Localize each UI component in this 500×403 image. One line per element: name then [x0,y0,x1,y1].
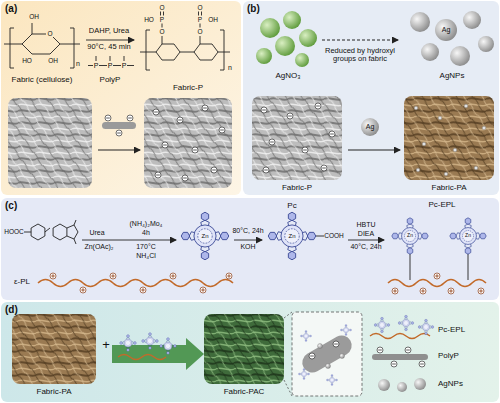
annotation-text: P [94,62,99,70]
annotation-text: Reduced by hydroxyl groups on fabric [321,47,399,64]
annotation-text: NH₄Cl [136,252,156,260]
annotation-text: HO [144,16,154,23]
panel-box: (b) [243,1,499,195]
annotation-text: Zn [465,233,471,239]
annotation-text: OH [29,13,39,20]
annotation-text: Zn(OAc)₂ [84,243,113,251]
annotation-text: (NH₄)₂Mo₄ [130,220,163,228]
annotation-text: DIEA [358,230,374,238]
annotation-text: ε-PL [14,278,30,287]
annotation-text: HO [22,57,32,64]
annotation-text: Fabric (cellulose) [12,76,73,85]
panel-letter: (d) [5,304,495,315]
annotation-text: 90°C, 45 min [87,43,130,51]
annotation-text: PolyP [100,76,121,85]
annotation-text: AgNO₃ [275,72,300,81]
legend-text: AgNPs [438,380,463,389]
annotation-text: DAHP, Urea [89,27,129,35]
annotation-text: + [102,338,110,352]
annotation-text: Urea [89,229,104,237]
annotation-text: OH [208,16,218,23]
annotation-text: HOOC [4,228,24,235]
annotation-text: KOH [240,243,255,251]
annotation-text: O [197,28,202,35]
annotation-text: O [159,4,164,11]
annotation-text: 40°C, 24h [350,243,381,251]
annotation-text: Ag [442,26,451,34]
annotation-text: Fabric-PAC [224,388,265,397]
annotation-text: AgNPs [440,72,465,81]
annotation-text: Pc-EPL [428,201,455,210]
annotation-text: Zn [288,233,295,240]
annotation-text: n [76,60,80,68]
annotation-text: P [160,16,164,23]
annotation-text: 4h [142,229,150,237]
annotation-text: n [228,64,232,72]
annotation-text: OH [48,57,58,64]
annotation-text: Fabric-PA [432,184,467,193]
annotation-text: HBTU [356,221,375,229]
annotation-text: Fabric-P [282,184,312,193]
annotation-text: P [198,16,202,23]
legend-text: Pc-EPL [438,326,465,335]
annotation-text: Zn [407,233,413,239]
legend-text: PolyP [438,352,459,361]
annotation-text: O [197,4,202,11]
annotation-text: O [159,28,164,35]
annotation-text: 80°C, 24h [232,227,263,235]
panel-letter: (c) [5,200,495,211]
annotation-text: P [122,62,127,70]
annotation-text: Ag [366,123,375,131]
annotation-text: Fabric-PA [37,388,72,397]
annotation-text: COOH [324,232,344,239]
annotation-text: Pc [287,202,296,211]
annotation-text: 170°C [136,243,156,251]
annotation-text: O [47,30,52,37]
panel-letter: (b) [247,3,495,14]
annotation-text: P [108,62,113,70]
annotation-text: Zn [201,233,208,240]
panel-box: (d) [1,302,499,402]
annotation-text: Fabric-P [173,84,203,93]
